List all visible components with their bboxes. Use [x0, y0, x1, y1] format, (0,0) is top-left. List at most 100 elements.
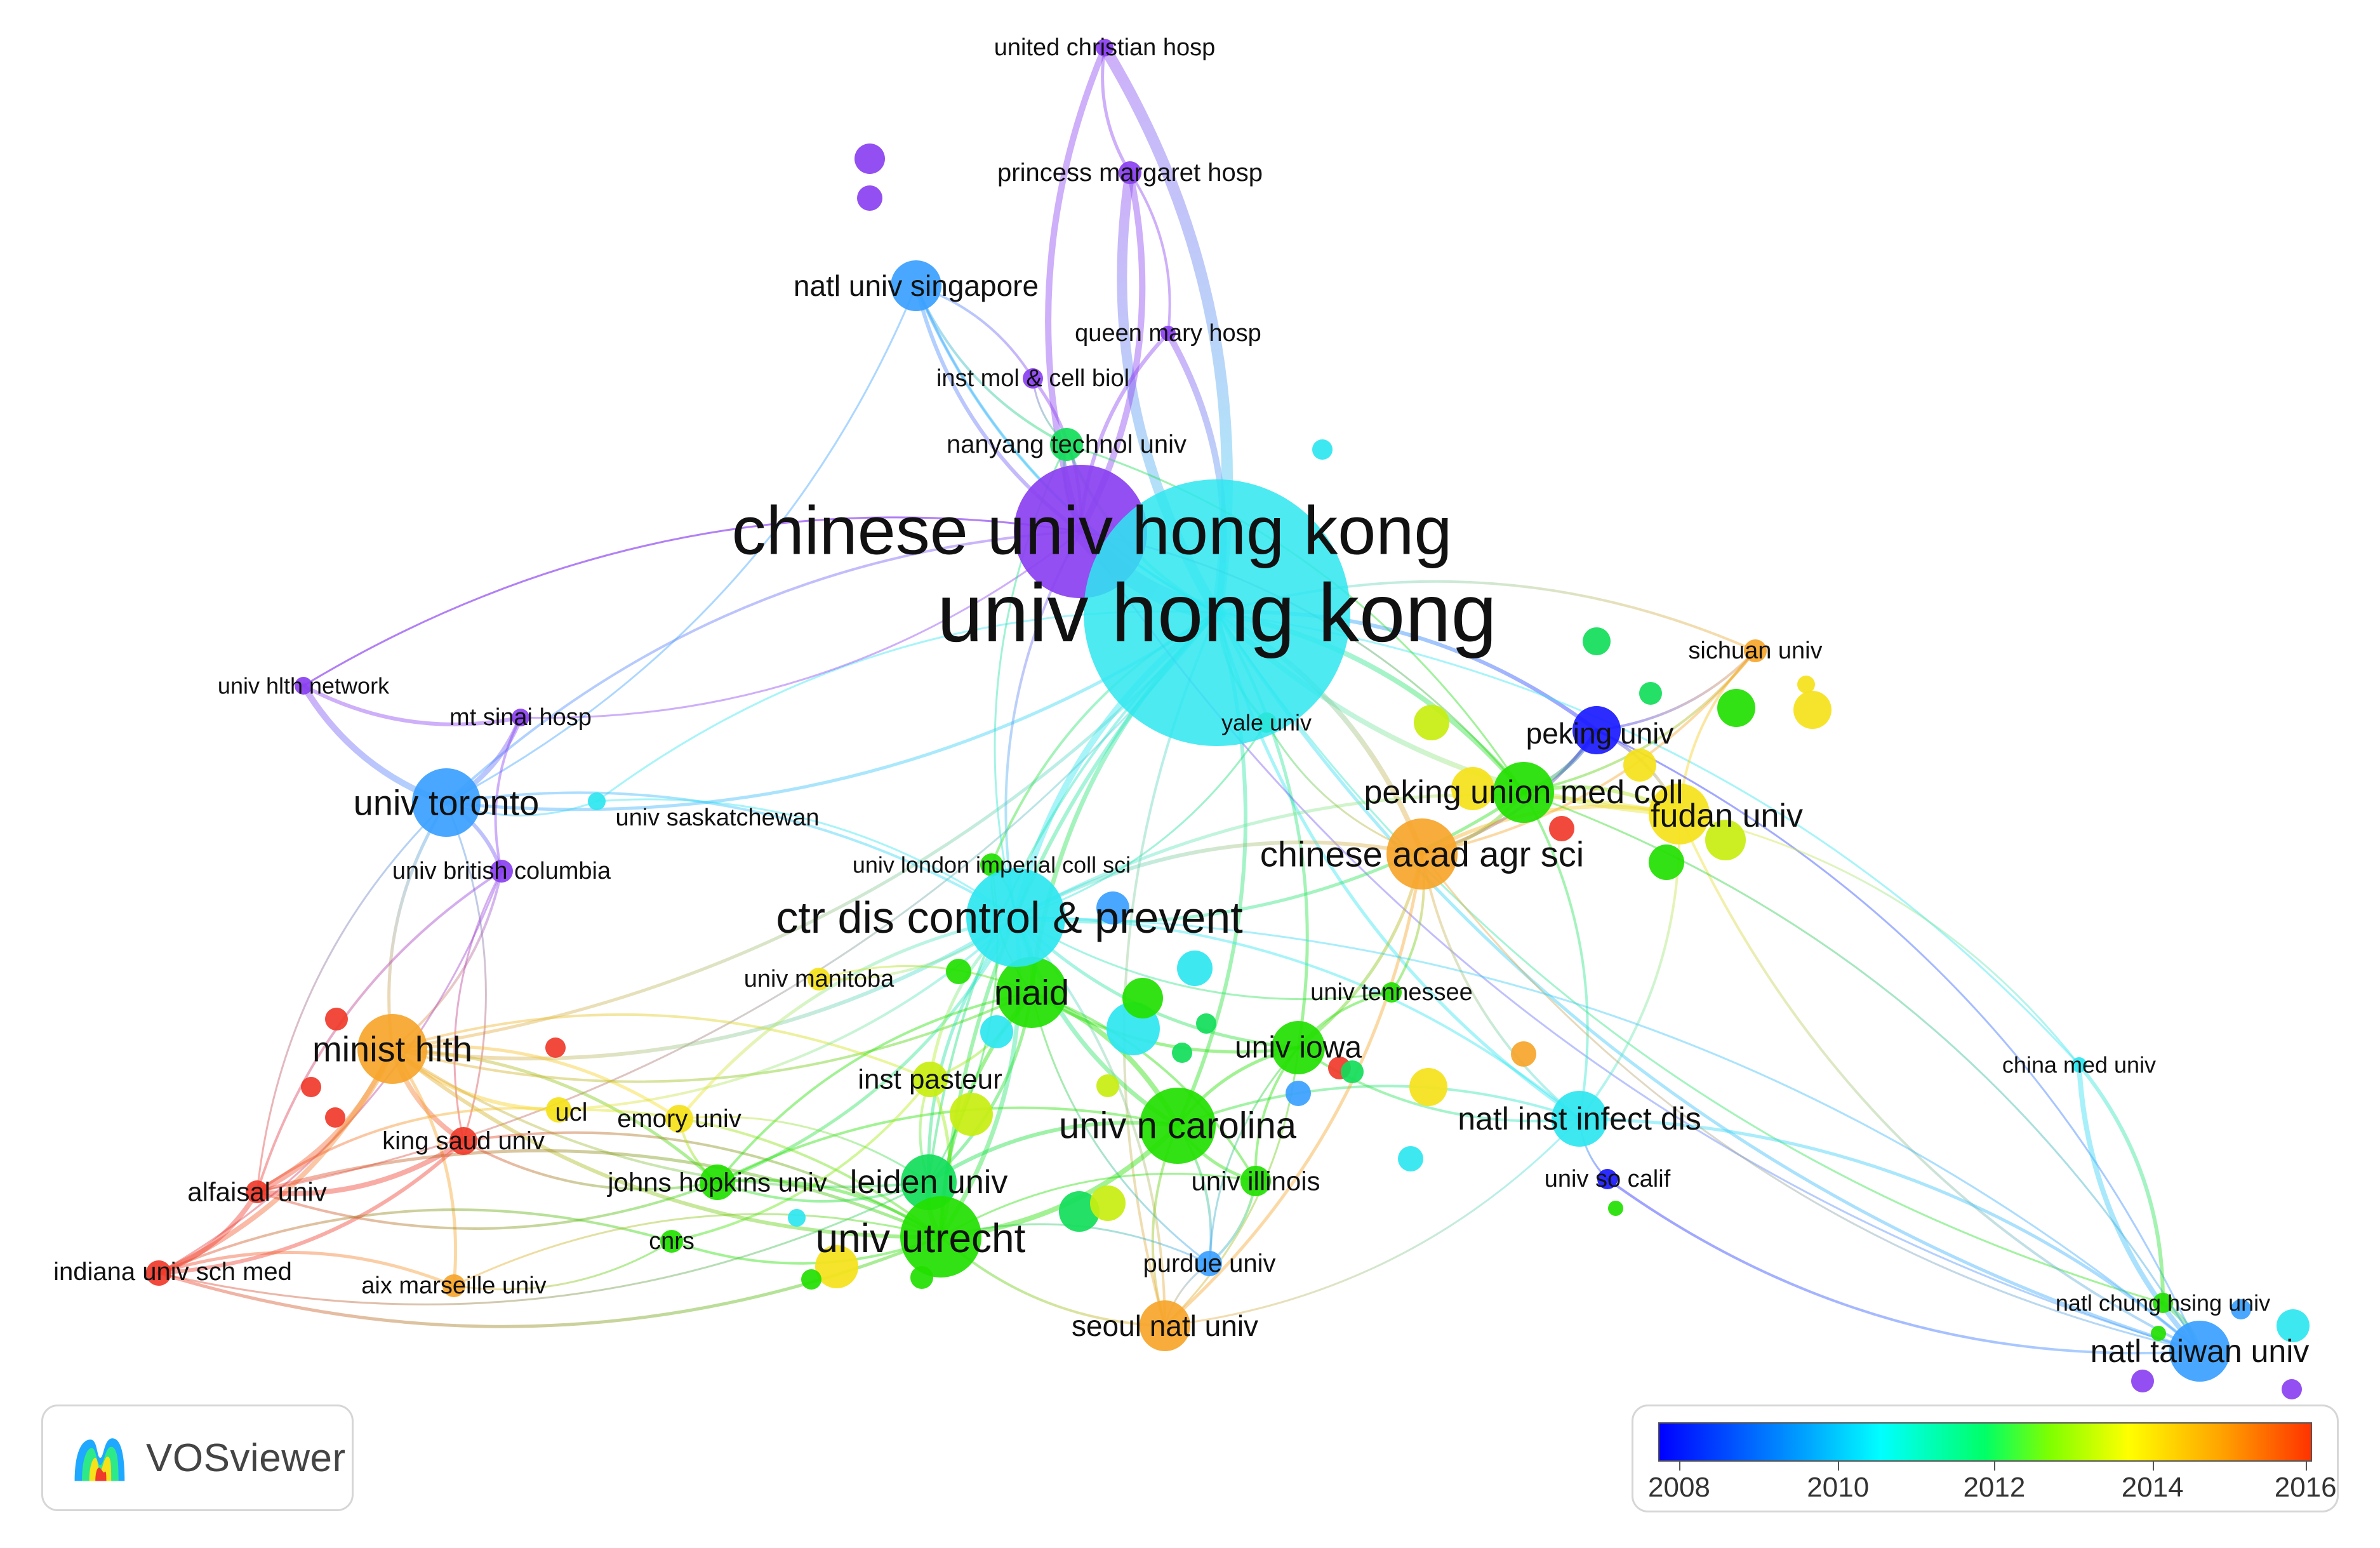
node-fudan[interactable] — [1649, 784, 1710, 844]
minor-node[interactable] — [857, 185, 882, 211]
node-peking[interactable] — [1572, 706, 1621, 754]
node-uch[interactable] — [1096, 39, 1114, 57]
node-pumc[interactable] — [1493, 762, 1554, 823]
node-illinois[interactable] — [1240, 1166, 1271, 1196]
minor-node[interactable] — [1623, 749, 1656, 782]
node-niaid[interactable] — [996, 957, 1067, 1028]
node-alfaisal[interactable] — [246, 1180, 269, 1203]
edge-alfaisal-jhu — [256, 1181, 719, 1230]
minor-node[interactable] — [1122, 978, 1163, 1018]
legend-tick-mark — [1994, 1462, 1996, 1471]
edge-ntu_tw-usc — [1606, 1178, 2201, 1355]
minor-node[interactable] — [950, 1093, 993, 1136]
node-cdc[interactable] — [966, 868, 1065, 967]
node-pasteur[interactable] — [912, 1062, 948, 1097]
node-nus[interactable] — [891, 260, 941, 311]
edge-nus-nanyang — [915, 284, 1068, 446]
minor-node[interactable] — [1649, 844, 1684, 880]
minor-node[interactable] — [2282, 1379, 2302, 1399]
minor-node[interactable] — [1793, 691, 1832, 729]
node-utrecht[interactable] — [900, 1196, 981, 1278]
minor-node[interactable] — [1409, 1068, 1447, 1106]
node-pmh[interactable] — [1119, 161, 1141, 184]
minor-node[interactable] — [980, 1015, 1013, 1048]
minor-node[interactable] — [1177, 951, 1213, 986]
minor-node[interactable] — [1717, 689, 1755, 727]
minor-node[interactable] — [1196, 1013, 1216, 1034]
edge-peking-ntu_tw — [1595, 729, 2201, 1352]
edge-pmh-qmh — [1129, 171, 1171, 335]
minor-node[interactable] — [1797, 676, 1815, 693]
minor-node[interactable] — [2131, 1370, 2154, 1392]
minor-node[interactable] — [325, 1008, 348, 1031]
node-iowa[interactable] — [1272, 1021, 1325, 1074]
node-jhu[interactable] — [700, 1164, 735, 1200]
node-indiana[interactable] — [146, 1260, 171, 1286]
node-sichuan[interactable] — [1744, 639, 1767, 662]
node-kingsaud[interactable] — [449, 1127, 477, 1155]
node-toronto[interactable] — [412, 768, 481, 837]
minor-node[interactable] — [1608, 1201, 1623, 1216]
node-ntu_tw[interactable] — [2169, 1321, 2230, 1382]
minor-node[interactable] — [1312, 439, 1333, 460]
minor-node[interactable] — [2151, 1326, 2166, 1341]
minor-node[interactable] — [1172, 1043, 1192, 1063]
minor-node[interactable] — [1705, 820, 1746, 860]
node-caas[interactable] — [1386, 818, 1458, 890]
minor-node[interactable] — [854, 143, 885, 174]
minor-node[interactable] — [2231, 1299, 2251, 1319]
minor-node[interactable] — [1059, 1191, 1100, 1232]
node-ubc[interactable] — [490, 860, 513, 883]
node-sask[interactable] — [588, 792, 606, 810]
minor-node[interactable] — [1286, 1081, 1311, 1106]
minor-node[interactable] — [325, 1107, 345, 1128]
node-qmh[interactable] — [1160, 326, 1176, 341]
node-label-cuhk: chinese univ hong kong — [732, 492, 1453, 569]
node-unc[interactable] — [1140, 1088, 1216, 1164]
minor-node[interactable] — [545, 1038, 566, 1058]
node-aix[interactable] — [442, 1274, 465, 1297]
node-imcb[interactable] — [1023, 368, 1043, 389]
minor-node[interactable] — [788, 1209, 806, 1227]
minor-node[interactable] — [946, 959, 971, 984]
node-usc[interactable] — [1597, 1169, 1618, 1189]
node-tennessee[interactable] — [1381, 982, 1402, 1003]
edge-hku-minist — [390, 611, 1219, 1051]
minor-node[interactable] — [2277, 1309, 2310, 1342]
minor-node[interactable] — [1398, 1146, 1423, 1171]
node-niid[interactable] — [1552, 1091, 1607, 1147]
edge-toronto-alfaisal — [256, 801, 448, 1193]
minor-node[interactable] — [301, 1077, 321, 1097]
node-label-utrecht: univ utrecht — [816, 1215, 1026, 1261]
node-purdue[interactable] — [1197, 1251, 1222, 1276]
node-leiden[interactable] — [901, 1154, 957, 1210]
minor-node[interactable] — [801, 1269, 821, 1290]
node-hku[interactable] — [1084, 479, 1350, 746]
minor-node[interactable] — [815, 1245, 858, 1288]
minor-node[interactable] — [1096, 1074, 1119, 1097]
minor-node[interactable] — [1451, 767, 1494, 810]
minor-node[interactable] — [1583, 627, 1611, 655]
node-nchu[interactable] — [2153, 1293, 2173, 1313]
node-label-nchu: natl chung hsing univ — [2056, 1290, 2270, 1316]
node-label-emory: emory univ — [617, 1105, 741, 1133]
node-uhn[interactable] — [295, 677, 312, 695]
minor-node[interactable] — [1341, 1060, 1364, 1083]
node-nanyang[interactable] — [1050, 428, 1083, 461]
node-cnrs[interactable] — [660, 1230, 683, 1253]
node-cmu[interactable] — [2071, 1057, 2087, 1072]
minor-node[interactable] — [1639, 682, 1662, 705]
minor-node[interactable] — [1090, 1185, 1126, 1221]
node-emory[interactable] — [665, 1105, 693, 1133]
node-manitoba[interactable] — [808, 968, 830, 991]
minor-node[interactable] — [1511, 1041, 1536, 1067]
node-label-pmh: princess margaret hosp — [997, 159, 1263, 187]
node-sinai[interactable] — [512, 709, 529, 726]
node-minist[interactable] — [357, 1014, 427, 1084]
minor-node[interactable] — [1414, 705, 1449, 740]
node-imperial[interactable] — [980, 853, 1003, 876]
minor-node[interactable] — [1096, 891, 1129, 924]
node-seoul[interactable] — [1140, 1300, 1190, 1351]
minor-node[interactable] — [1549, 816, 1574, 841]
node-ucl[interactable] — [546, 1097, 571, 1123]
